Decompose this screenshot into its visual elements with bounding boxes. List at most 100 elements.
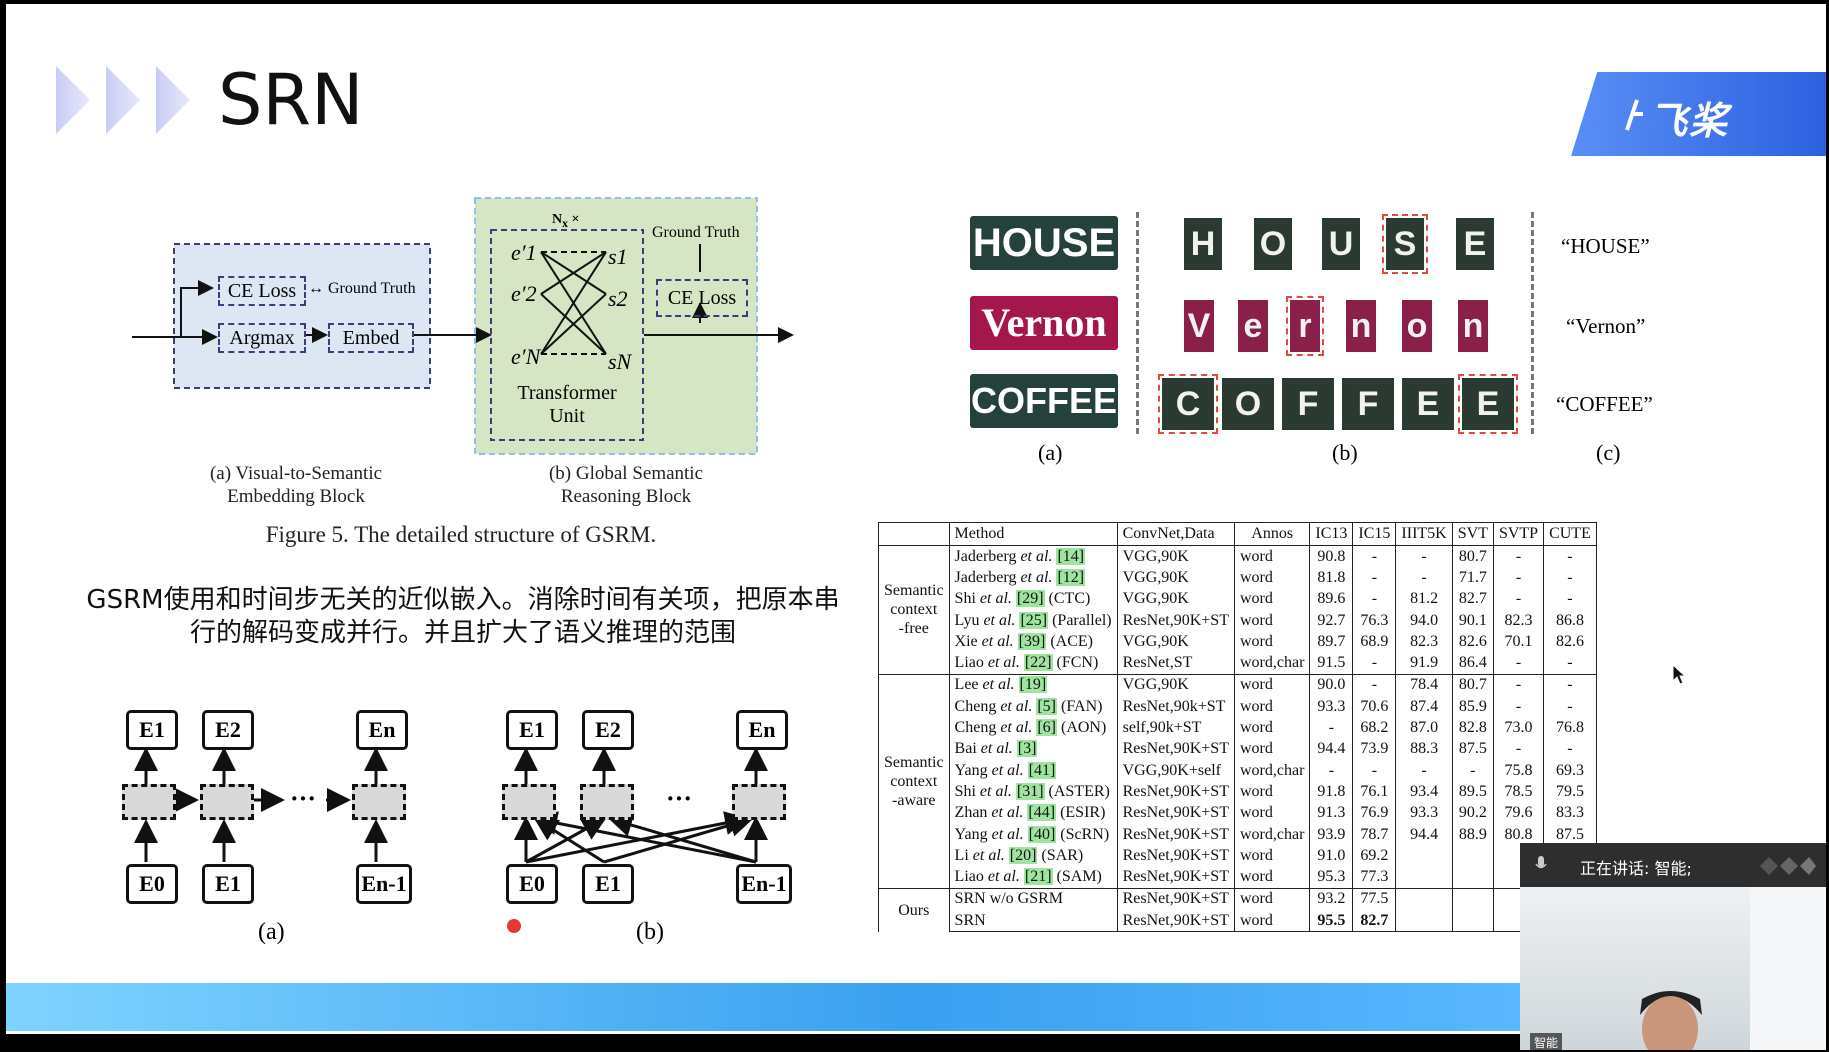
value-cell: 95.3 [1310, 866, 1353, 888]
value-cell: 87.5 [1544, 824, 1597, 845]
citation-link[interactable]: [40] [1028, 826, 1057, 843]
table-row: Li et al. [20] (SAR) ResNet,90K+STword91… [879, 845, 1597, 866]
value-cell: - [1544, 696, 1597, 717]
char-c: C [1162, 378, 1214, 430]
e-bottom-a-n1: En-1 [356, 864, 412, 904]
value-cell: 78.5 [1493, 781, 1543, 802]
table-row: Cheng et al. [6] (AON) self,90k+STword-6… [879, 717, 1597, 738]
e-top-b-1: E1 [506, 710, 558, 750]
method-suffix: (FCN) [1057, 654, 1099, 671]
table-group-cell: Semanticcontext-free [879, 546, 950, 675]
table-row: OursSRN w/o GSRM ResNet,90K+STword93.277… [879, 888, 1597, 910]
citation-link[interactable]: [12] [1056, 569, 1085, 586]
value-cell: self,90k+ST [1117, 717, 1234, 738]
method-cell: Cheng et al. [5] (FAN) [949, 696, 1117, 717]
citation-link[interactable]: [44] [1027, 804, 1056, 821]
value-cell: 82.6 [1452, 631, 1493, 652]
citation-link[interactable]: [22] [1024, 654, 1053, 671]
e-bottom-b-n1: En-1 [736, 864, 792, 904]
citation-link[interactable]: [6] [1036, 719, 1057, 736]
value-cell: 80.7 [1452, 674, 1493, 696]
citation-link[interactable]: [29] [1016, 590, 1045, 607]
citation-link[interactable]: [5] [1036, 698, 1057, 715]
group-name-line: -free [884, 619, 944, 638]
results-table: MethodConvNet,DataAnnosIC13IC15IIIT5KSVT… [878, 522, 1597, 932]
value-cell: 70.1 [1493, 631, 1543, 652]
citation-link[interactable]: [31] [1016, 783, 1045, 800]
value-cell: - [1353, 589, 1396, 610]
value-cell: 86.4 [1452, 652, 1493, 674]
method-author: Yang [955, 762, 988, 779]
value-cell: 78.4 [1396, 674, 1452, 696]
citation-link[interactable]: [3] [1017, 740, 1038, 757]
method-etal: et al. [1000, 698, 1032, 715]
citation-link[interactable]: [25] [1019, 612, 1048, 629]
method-suffix: (ACE) [1050, 633, 1093, 650]
table-row: SRN ResNet,90K+STword95.582.7 [879, 910, 1597, 932]
value-cell: - [1310, 717, 1353, 738]
e-top-a-2: E2 [202, 710, 254, 750]
value-cell: 80.8 [1493, 824, 1543, 845]
method-suffix: (ASTER) [1049, 783, 1110, 800]
value-cell: 87.0 [1396, 717, 1452, 738]
value-cell: 73.0 [1493, 717, 1543, 738]
method-etal: et al. [991, 804, 1023, 821]
table-group-cell: Ours [879, 888, 950, 932]
value-cell: word [1234, 739, 1309, 760]
value-cell: 69.2 [1353, 845, 1396, 866]
value-cell: word [1234, 888, 1309, 910]
method-suffix: (Parallel) [1052, 612, 1112, 629]
value-cell: - [1493, 546, 1543, 568]
value-cell: word [1234, 631, 1309, 652]
value-cell: word [1234, 781, 1309, 802]
method-etal: et al. [1020, 548, 1052, 565]
value-cell: word [1234, 567, 1309, 588]
char-h: H [1184, 218, 1222, 270]
value-cell: - [1493, 739, 1543, 760]
method-cell: Liao et al. [21] (SAM) [949, 866, 1117, 888]
e-bottom-b-0: E0 [506, 864, 558, 904]
citation-link[interactable]: [20] [1009, 847, 1038, 864]
char-v: V [1184, 300, 1214, 352]
value-cell: - [1544, 589, 1597, 610]
method-author: Xie [955, 633, 978, 650]
hidden-box [352, 784, 406, 820]
value-cell [1396, 845, 1452, 866]
label-a: (a) [258, 919, 285, 946]
bottom-decor-bar [6, 983, 1521, 1031]
value-cell: ResNet,90k+ST [1117, 696, 1234, 717]
table-row: Yang et al. [41] VGG,90K+selfword,char--… [879, 760, 1597, 781]
citation-link[interactable]: [14] [1056, 548, 1085, 565]
value-cell: - [1493, 696, 1543, 717]
citation-link[interactable]: [21] [1024, 868, 1053, 885]
video-overlay[interactable]: 正在讲话: 智能; 智能 [1520, 843, 1826, 1050]
char-o: O [1222, 378, 1274, 430]
value-cell: VGG,90K [1117, 674, 1234, 696]
value-cell: - [1493, 652, 1543, 674]
logo-text: 飞桨 [1649, 90, 1729, 145]
value-cell [1452, 866, 1493, 888]
method-suffix: (AON) [1061, 719, 1106, 736]
value-cell: 90.8 [1310, 546, 1353, 568]
value-cell: - [1493, 674, 1543, 696]
word-image-vernon: Vernon [970, 296, 1118, 350]
method-suffix: (ESIR) [1060, 804, 1105, 821]
label-coffee: “COFFEE” [1556, 392, 1653, 417]
method-etal: et al. [983, 612, 1015, 629]
citation-link[interactable]: [39] [1018, 633, 1047, 650]
e-bottom-a-1: E1 [202, 864, 254, 904]
char-o: O [1254, 218, 1292, 270]
value-cell: 91.0 [1310, 845, 1353, 866]
value-cell: 94.4 [1310, 739, 1353, 760]
divider [1136, 212, 1139, 434]
label-vernon: “Vernon” [1566, 314, 1645, 339]
e-bottom-b-1: E1 [582, 864, 634, 904]
citation-link[interactable]: [19] [1019, 676, 1048, 693]
method-author: Jaderberg [955, 569, 1017, 586]
method-cell: Bai et al. [3] [949, 739, 1117, 760]
citation-link[interactable]: [41] [1028, 762, 1057, 779]
table-row: Shi et al. [31] (ASTER) ResNet,90K+STwor… [879, 781, 1597, 802]
value-cell: - [1396, 546, 1452, 568]
